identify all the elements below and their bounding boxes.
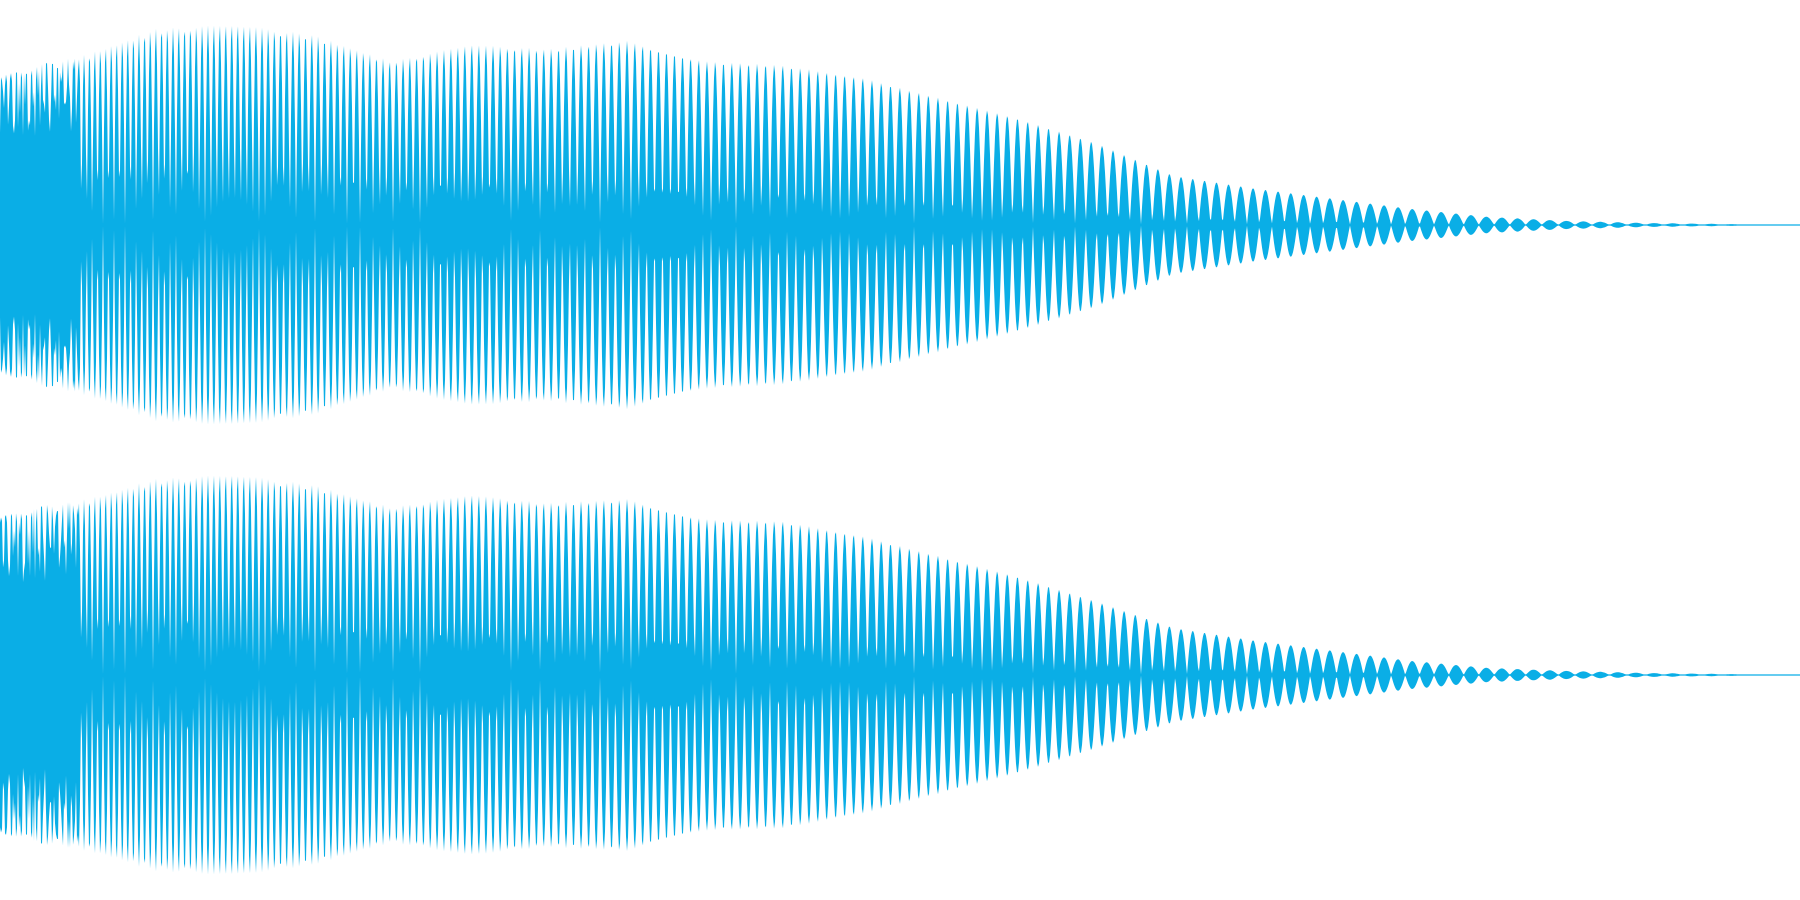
waveform-channel-left [0, 25, 1800, 425]
waveform-channel-right [0, 475, 1800, 875]
